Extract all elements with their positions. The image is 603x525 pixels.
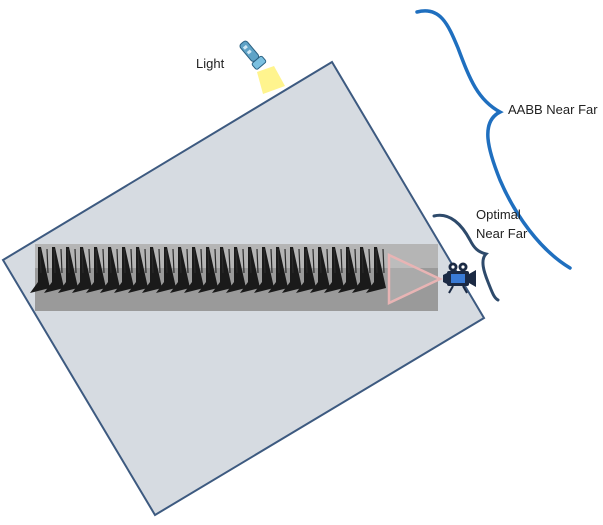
- shadow-spike: [100, 247, 120, 293]
- shadow-streak: [354, 248, 357, 274]
- shadow-spike: [268, 247, 288, 293]
- shadow-spike: [58, 247, 78, 293]
- shadow-streak: [235, 248, 238, 274]
- shadow-streak: [165, 248, 168, 274]
- shadow-spike: [72, 247, 92, 293]
- shadow-streak: [340, 248, 343, 274]
- shadow-streak: [60, 248, 63, 274]
- shadow-streak: [137, 248, 140, 274]
- shadow-map-strip: [30, 244, 438, 311]
- shadow-streak: [242, 248, 245, 274]
- shadow-streak: [361, 248, 364, 274]
- shadow-spike: [170, 247, 190, 293]
- shadow-spike: [254, 247, 274, 293]
- optimal-label-line2: Near Far: [476, 226, 528, 241]
- shadow-streak: [382, 248, 385, 274]
- shadow-streak: [172, 248, 175, 274]
- shadow-spike: [296, 247, 316, 293]
- optimal-label-line1: Optimal: [476, 207, 521, 222]
- shadow-streak: [102, 248, 105, 274]
- shadow-streak: [284, 248, 287, 274]
- shadow-streak: [74, 248, 77, 274]
- shadow-streak: [228, 248, 231, 274]
- shadow-streak: [144, 248, 147, 274]
- shadow-spike: [240, 247, 260, 293]
- shadow-streak: [46, 248, 49, 274]
- shadow-streak: [256, 248, 259, 274]
- shadow-streak: [186, 248, 189, 274]
- aabb-near-far-label: AABB Near Far: [508, 102, 598, 117]
- shadow-streak: [347, 248, 350, 274]
- shadow-spike: [282, 247, 302, 293]
- shadow-streak: [88, 248, 91, 274]
- shadow-streak: [312, 248, 315, 274]
- shadow-streak: [109, 248, 112, 274]
- shadow-spike: [30, 247, 50, 293]
- shadow-streak: [263, 248, 266, 274]
- shadow-spike: [156, 247, 176, 293]
- light-label: Light: [196, 56, 225, 71]
- shadow-streak: [151, 248, 154, 274]
- shadow-streak: [207, 248, 210, 274]
- shadow-streak: [249, 248, 252, 274]
- shadow-spikes: [30, 247, 386, 293]
- shadow-spike: [352, 247, 372, 293]
- shadow-streak: [158, 248, 161, 274]
- shadow-spike: [142, 247, 162, 293]
- shadow-streak: [193, 248, 196, 274]
- shadow-streak: [326, 248, 329, 274]
- shadow-streak: [277, 248, 280, 274]
- shadow-streak: [214, 248, 217, 274]
- shadow-spike: [128, 247, 148, 293]
- flashlight-icon: [239, 40, 285, 94]
- shadow-streak: [39, 248, 42, 274]
- shadow-streak: [305, 248, 308, 274]
- shadow-streak: [221, 248, 224, 274]
- shadow-streak: [375, 248, 378, 274]
- shadow-streak: [200, 248, 203, 274]
- shadow-streak: [270, 248, 273, 274]
- shadow-spike: [324, 247, 344, 293]
- shadow-spike: [212, 247, 232, 293]
- shadow-streak: [298, 248, 301, 274]
- shadow-streak: [123, 248, 126, 274]
- shadow-streak: [130, 248, 133, 274]
- aabb-near-far-brace: [415, 9, 572, 270]
- shadow-streak: [95, 248, 98, 274]
- shadow-streak: [319, 248, 322, 274]
- shadow-streak: [116, 248, 119, 274]
- shadow-spike: [114, 247, 134, 293]
- shadow-spike: [310, 247, 330, 293]
- view-frustum: [387, 253, 443, 305]
- shadow-spike: [338, 247, 358, 293]
- shadow-spike: [86, 247, 106, 293]
- shadow-streak: [368, 248, 371, 274]
- optimal-near-far-brace: [432, 213, 500, 302]
- shadow-streak: [53, 248, 56, 274]
- movie-camera-icon: [443, 262, 476, 294]
- shadow-streak: [333, 248, 336, 274]
- shadow-streak: [67, 248, 70, 274]
- shadow-streak: [291, 248, 294, 274]
- shadow-spike: [44, 247, 64, 293]
- shadow-spike: [226, 247, 246, 293]
- shadow-spike: [198, 247, 218, 293]
- shadow-streak: [179, 248, 182, 274]
- shadow-streak: [81, 248, 84, 274]
- shadow-spike: [366, 247, 386, 293]
- shadow-spike: [184, 247, 204, 293]
